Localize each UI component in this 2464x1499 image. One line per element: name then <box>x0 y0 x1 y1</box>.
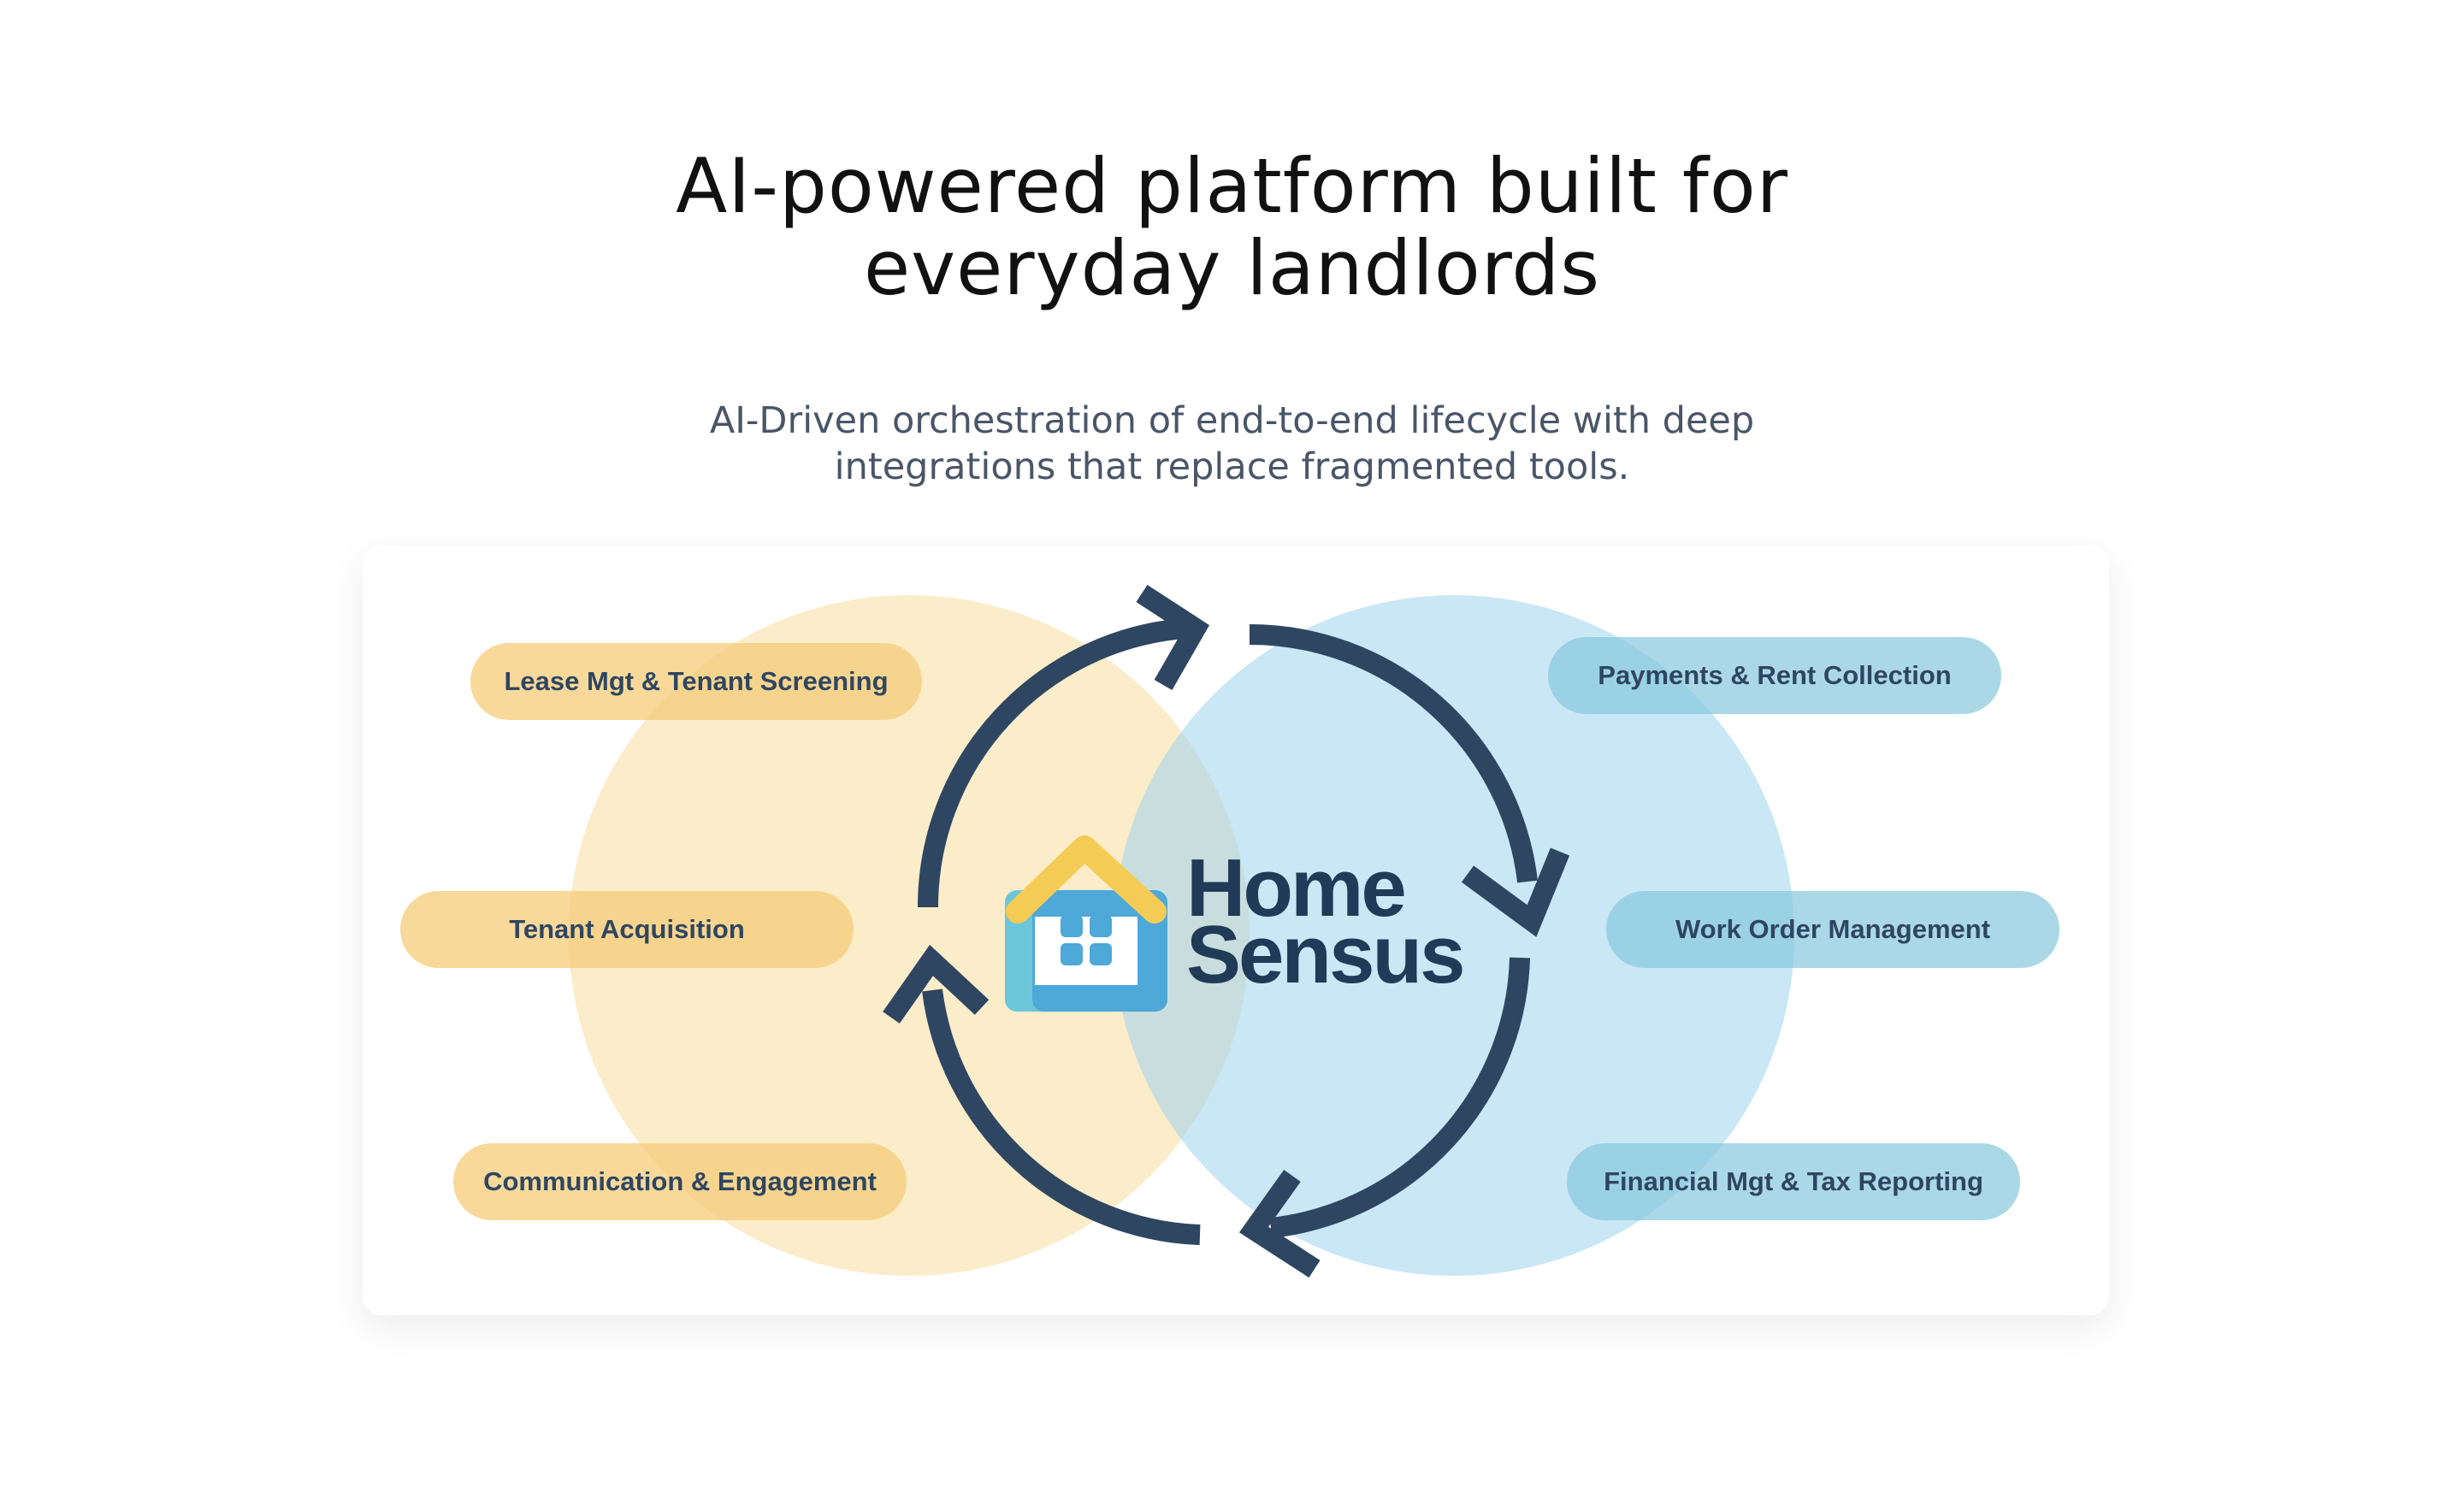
feature-pill-lease-mgt: Lease Mgt & Tenant Screening <box>470 643 922 720</box>
cycle-arrowhead-top-right <box>1461 847 1570 937</box>
page-title: AI-powered platform built for everyday l… <box>0 145 2464 310</box>
cycle-arrowhead-bottom-left <box>883 944 990 1024</box>
feature-pill-financial-mgt: Financial Mgt & Tax Reporting <box>1567 1143 2020 1220</box>
cycle-arrow-top-right <box>1249 624 1538 883</box>
page-subtitle-line-1: AI-Driven orchestration of end-to-end li… <box>709 399 1755 442</box>
page-subtitle-line-2: integrations that replace fragmented too… <box>834 446 1630 488</box>
logo-line-1: Home <box>1186 842 1407 934</box>
page-subtitle: AI-Driven orchestration of end-to-end li… <box>0 398 2464 490</box>
house-roof <box>1006 835 1167 924</box>
home-sensus-logo: Home Sensus <box>1186 842 1465 1000</box>
house-interior <box>1035 917 1137 985</box>
page-title-line-2: everyday landlords <box>863 224 1601 312</box>
feature-pill-communication: Communication & Engagement <box>453 1143 907 1220</box>
page-title-line-1: AI-powered platform built for <box>676 142 1788 230</box>
feature-pill-payments: Payments & Rent Collection <box>1548 637 2001 714</box>
cycle-arrow-bottom-right <box>1269 957 1530 1238</box>
cycle-arrowhead-bottom-right <box>1238 1170 1321 1278</box>
cycle-arrow-top-left <box>918 618 1185 908</box>
house-window <box>1061 915 1112 965</box>
feature-pill-work-order: Work Order Management <box>1606 891 2059 968</box>
cycle-arrowhead-top-left <box>1136 584 1210 690</box>
cycle-arrows-icon <box>883 584 1570 1278</box>
left-venn-circle <box>569 595 1250 1276</box>
logo-line-2: Sensus <box>1186 909 1465 1000</box>
house-icon <box>1005 835 1167 1012</box>
feature-pill-tenant-acquisition: Tenant Acquisition <box>400 891 854 968</box>
right-venn-circle <box>1114 595 1794 1276</box>
cycle-arrow-bottom-left <box>922 989 1201 1245</box>
